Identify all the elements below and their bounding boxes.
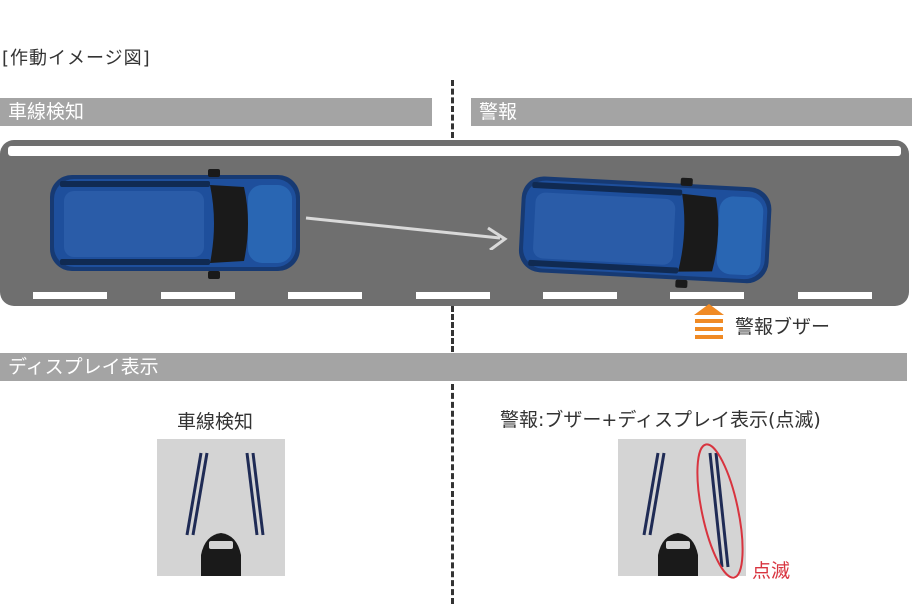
car-icon (50, 169, 300, 279)
center-divider (451, 80, 454, 138)
lane-marking (288, 292, 362, 299)
lane-marking (33, 292, 107, 299)
display-panel-detect (157, 439, 285, 576)
display-title-detect: 車線検知 (177, 411, 254, 433)
buzzer-icon (694, 304, 724, 339)
car-icon (518, 176, 772, 289)
lane-marking (670, 292, 744, 299)
lane-display-icon (185, 452, 265, 576)
buzzer-label: 警報ブザー (735, 316, 831, 338)
section-header-display: ディスプレイ表示 (0, 353, 907, 381)
display-title-warning: 警報:ブザー+ディスプレイ表示(点滅) (500, 409, 821, 431)
center-divider (451, 306, 454, 352)
display-panel-warning (618, 439, 746, 576)
lane-marking (543, 292, 617, 299)
lane-marking (161, 292, 235, 299)
blink-label: 点滅 (752, 560, 791, 582)
lane-marking (798, 292, 872, 299)
lane-display-icon (642, 452, 730, 576)
figure-caption: [作動イメージ図] (2, 48, 151, 69)
section-header-warning: 警報 (471, 98, 912, 126)
blink-highlight (696, 443, 744, 579)
movement-arrow (305, 216, 508, 250)
section-header-detect: 車線検知 (0, 98, 432, 126)
center-divider (451, 384, 454, 604)
road-edge-line (8, 146, 901, 156)
lane-marking (416, 292, 490, 299)
